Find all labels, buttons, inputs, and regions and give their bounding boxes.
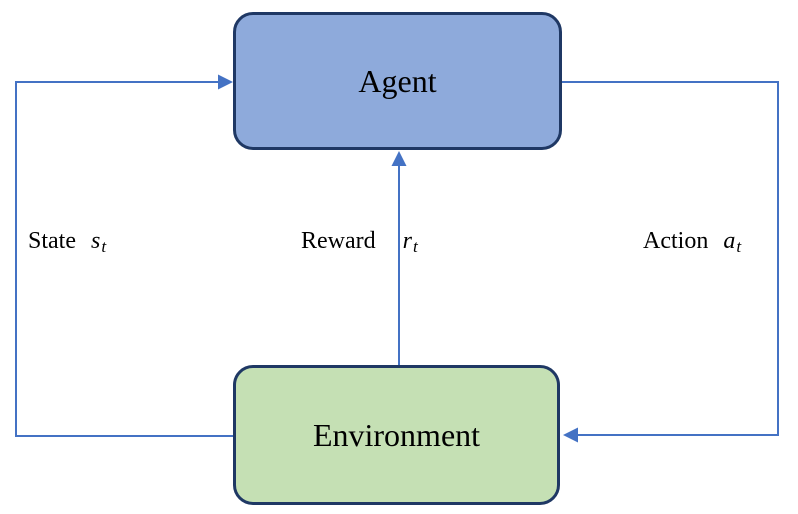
reward-edge-subscript: t <box>412 236 418 256</box>
action-edge-subscript: t <box>736 236 742 256</box>
agent-node-label: Agent <box>358 62 437 99</box>
action-edge-label: Action at <box>643 228 742 256</box>
action-edge-symbol: at <box>723 228 742 256</box>
agent-node: Agent <box>233 12 562 150</box>
reward-edge-label: Reward rt <box>301 228 418 256</box>
state-edge-subscript: t <box>101 236 107 256</box>
state-edge-word: State <box>28 228 76 254</box>
reward-edge-symbol: rt <box>402 228 418 256</box>
action-connector-line <box>562 81 779 436</box>
state-edge-label: State st <box>28 228 107 256</box>
action-arrowhead-left-icon <box>563 427 578 443</box>
state-edge-symbol: st <box>91 228 107 256</box>
state-connector-line <box>15 81 233 437</box>
reward-arrowhead-up-icon <box>391 151 407 166</box>
reward-edge-word: Reward <box>301 228 376 254</box>
environment-node: Environment <box>233 365 560 505</box>
state-arrowhead-right-icon <box>218 74 233 90</box>
environment-node-label: Environment <box>312 416 481 453</box>
action-edge-word: Action <box>643 228 709 254</box>
